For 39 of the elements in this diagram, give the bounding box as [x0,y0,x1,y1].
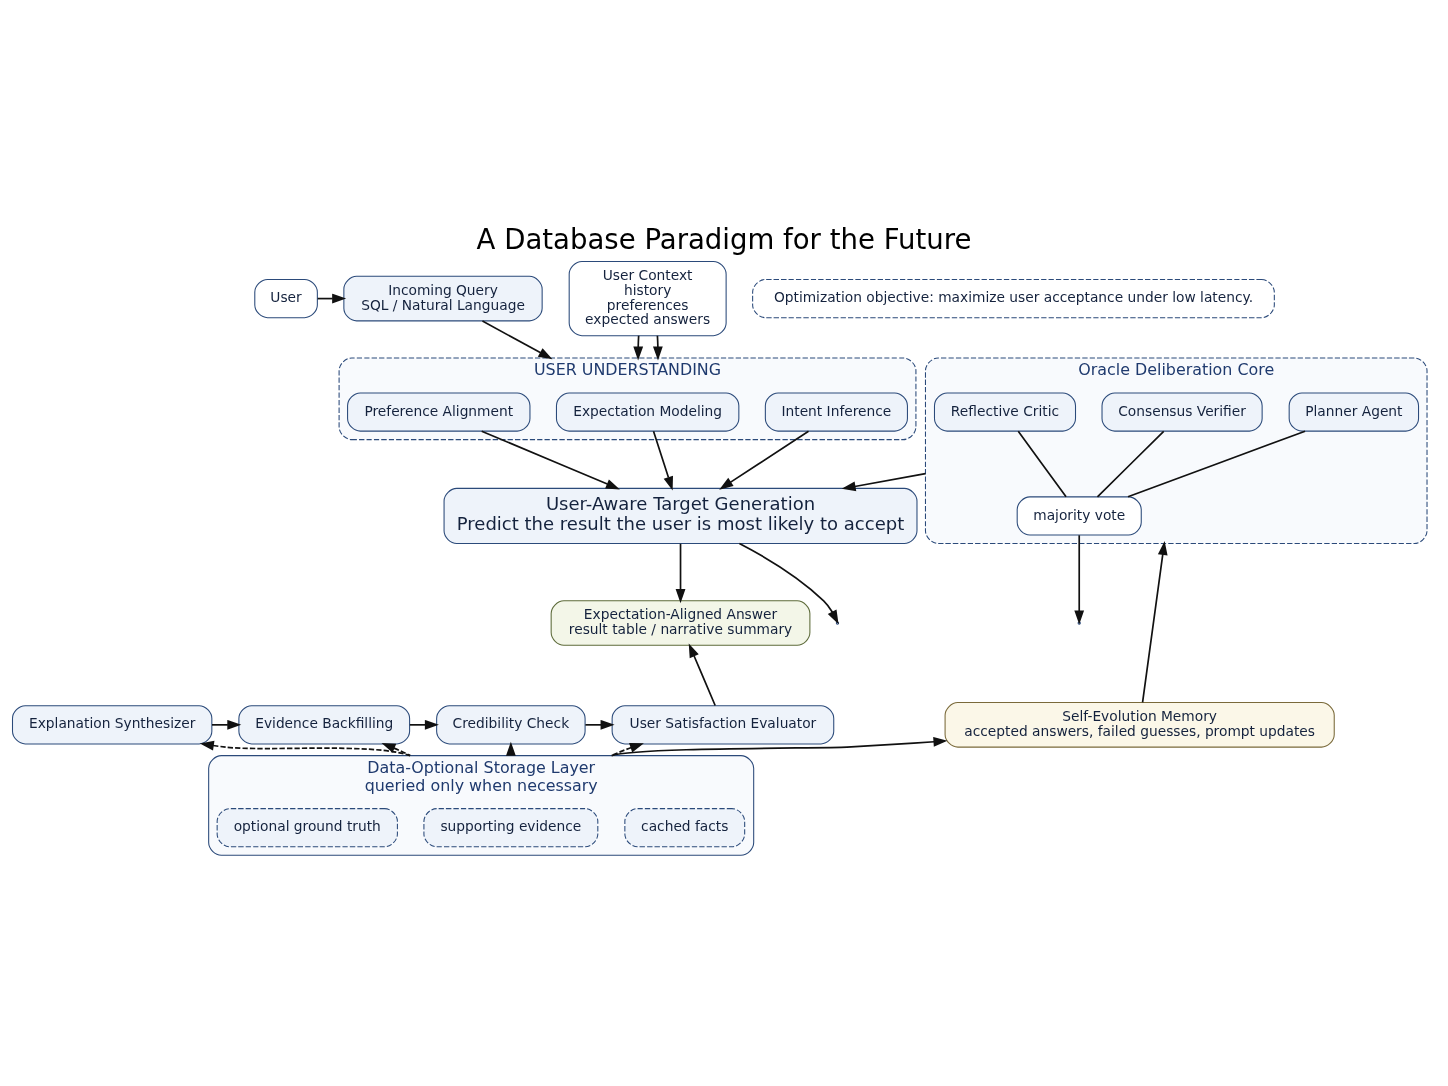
diagram-title: A Database Paradigm for the Future [476,222,972,255]
node-box: supporting evidence [423,808,599,848]
arrow [481,320,553,360]
node-box: Consensus Verifier [1101,392,1263,432]
node-box: Intent Inference [764,392,908,432]
arrow [409,719,439,730]
connector [1096,430,1165,498]
node-box: majority vote [1016,496,1142,536]
node-box: User-Aware Target Generation Predict the result the user is most likely to accept [443,487,918,545]
arrow [381,743,411,757]
arrow [652,430,673,491]
node-box: Optimization objective: maximize user acceptance under low latency. [752,278,1275,319]
node-box: optional ground truth [216,808,398,848]
arrow [719,430,810,490]
node-box: Self-Evolution Memory accepted answers, failed guesses, prompt updates [944,702,1335,748]
node-box: Incoming Query SQL / Natural Language [343,275,543,322]
node-box: Explanation Synthesizer [11,705,213,745]
node-box: Preference Alignment [347,392,531,432]
arrow [610,736,948,757]
arrow [584,719,615,730]
arrow [688,643,717,707]
node-box: User [254,278,318,319]
arrow [211,719,242,730]
node-box: Evidence Backfilling [238,705,411,745]
arrow [480,430,620,490]
connector [1127,430,1306,498]
arrow [841,472,927,492]
arrow [199,740,411,757]
node-box: cached facts [624,808,746,848]
arrow [675,542,686,604]
node-box: Expectation-Aligned Answer result table / narrative summary [550,600,811,646]
node-box: Expectation Modeling [555,392,740,432]
node-box: Planner Agent [1288,392,1420,432]
node-box: Credibility Check [436,705,586,745]
node-box: Reflective Critic [933,392,1077,432]
connector [1017,430,1067,498]
node-box: User Context history preferences expected answers [568,260,727,337]
arrow [1141,540,1168,704]
node-box: User Satisfaction Evaluator [611,705,835,745]
